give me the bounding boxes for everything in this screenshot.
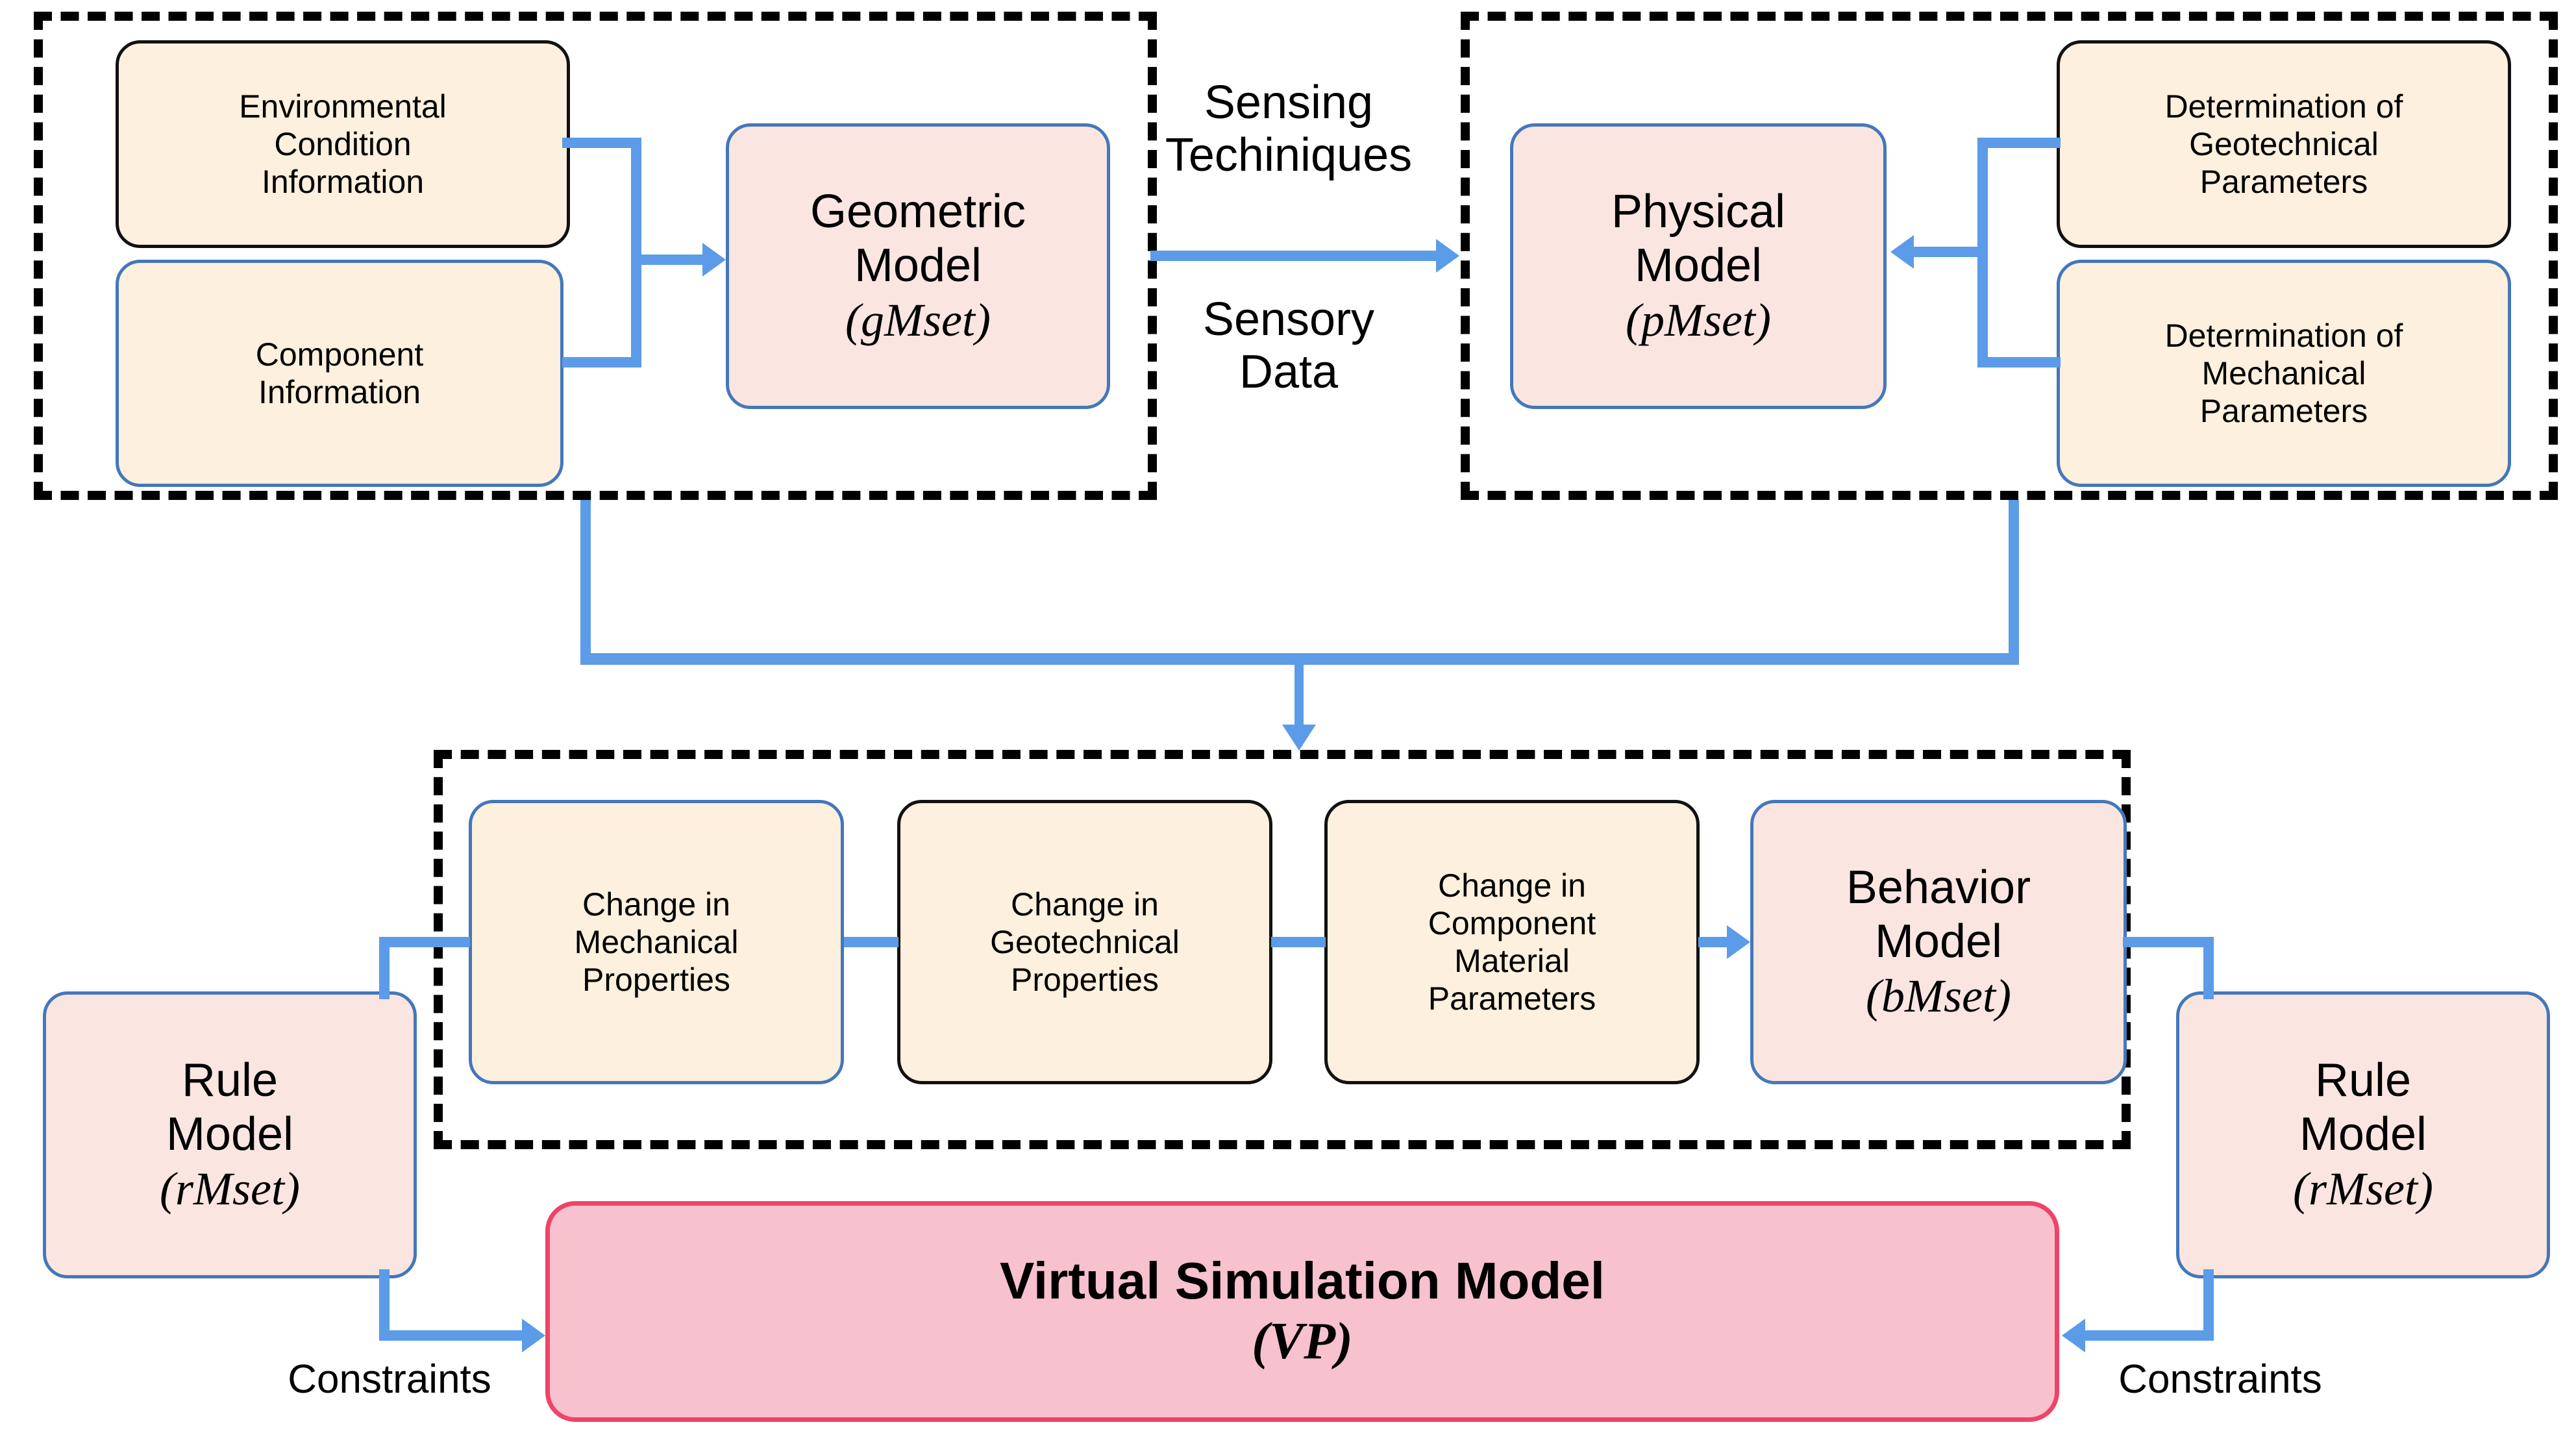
- behavior-model-set: (bMset): [1866, 969, 2011, 1022]
- connector-geometric-to-physical: [1150, 251, 1443, 261]
- sensory-line1: Sensory: [1202, 293, 1375, 345]
- node-physical-model[interactable]: Physical Model (pMset): [1510, 123, 1887, 409]
- vsm-title: Virtual Simulation Model: [1000, 1252, 1605, 1310]
- rule-model-left-line1: Rule: [181, 1054, 279, 1106]
- label-constraints-right: Constraints: [2118, 1357, 2322, 1402]
- behavior-model-group: [434, 750, 2131, 1149]
- sensory-line2: Data: [1239, 345, 1339, 398]
- change-mech-line1: Change in: [582, 886, 730, 923]
- arrow-into-behavior-group: [1282, 725, 1316, 751]
- connector-left-group-down: [580, 500, 591, 664]
- connector-rule-right-down-v: [2203, 1269, 2214, 1341]
- connector-merge-to-geometric: [631, 255, 704, 265]
- node-determination-mechanical-parameters[interactable]: Determination of Mechanical Parameters: [2057, 260, 2511, 487]
- connector-bottom-merge-v: [1294, 653, 1304, 731]
- det-geotech-line2: Geotechnical: [2189, 126, 2379, 162]
- arrow-to-behavior-model: [1727, 925, 1750, 959]
- det-geotech-line3: Parameters: [2199, 164, 2368, 200]
- connector-geo-to-comp: [1271, 937, 1326, 947]
- connector-env-to-merge-h: [562, 138, 641, 148]
- geometric-model-group: [34, 12, 1157, 500]
- change-geo-line1: Change in: [1011, 886, 1159, 923]
- env-cond-line3: Information: [261, 164, 425, 200]
- node-change-in-mechanical-properties[interactable]: Change in Mechanical Properties: [469, 800, 844, 1084]
- connector-rule-left-up-h: [379, 937, 470, 947]
- node-virtual-simulation-model[interactable]: Virtual Simulation Model (VP): [545, 1201, 2059, 1422]
- connector-comp-to-merge-h: [562, 357, 641, 367]
- connector-merge-v: [631, 138, 641, 367]
- connector-rule-left-up-v: [379, 937, 390, 999]
- det-mech-line2: Mechanical: [2201, 355, 2366, 392]
- physical-model-line1: Physical: [1611, 185, 1786, 238]
- connector-merge-to-physical: [1914, 247, 1988, 257]
- behavior-model-line1: Behavior: [1846, 861, 2031, 914]
- rule-model-right-line1: Rule: [2314, 1054, 2412, 1106]
- node-behavior-model[interactable]: Behavior Model (bMset): [1750, 800, 2127, 1084]
- sensing-line2: Techiniques: [1165, 129, 1413, 181]
- connector-mech-to-geo: [844, 937, 898, 947]
- det-mech-line1: Determination of: [2164, 317, 2403, 354]
- rule-model-left-set: (rMset): [160, 1162, 300, 1215]
- env-cond-line2: Condition: [274, 126, 412, 162]
- change-geo-line2: Geotechnical: [990, 924, 1180, 960]
- component-info-line2: Information: [258, 374, 421, 410]
- det-mech-line3: Parameters: [2199, 393, 2368, 429]
- node-environmental-condition-information[interactable]: Environmental Condition Information: [116, 40, 570, 248]
- node-determination-geotechnical-parameters[interactable]: Determination of Geotechnical Parameters: [2057, 40, 2511, 248]
- node-rule-model-right[interactable]: Rule Model (rMset): [2176, 991, 2550, 1278]
- connector-geotech-to-merge-h: [1977, 138, 2061, 148]
- physical-model-group: [1461, 12, 2558, 500]
- change-mech-line3: Properties: [582, 962, 730, 998]
- label-sensing-techniques: Sensing Techiniques: [1162, 77, 1415, 181]
- change-comp-line1: Change in: [1438, 867, 1586, 904]
- physical-model-set: (pMset): [1626, 293, 1771, 346]
- env-cond-line1: Environmental: [239, 88, 447, 125]
- node-change-in-component-material-parameters[interactable]: Change in Component Material Parameters: [1324, 800, 1700, 1084]
- geometric-model-line1: Geometric: [810, 185, 1026, 238]
- geometric-model-set: (gMset): [845, 293, 991, 346]
- component-info-line1: Component: [255, 336, 424, 373]
- change-comp-line2: Component: [1428, 905, 1596, 941]
- rule-model-right-line2: Model: [2299, 1108, 2427, 1161]
- change-geo-line3: Properties: [1011, 962, 1159, 998]
- connector-comp-to-behavior: [1698, 937, 1731, 947]
- label-constraints-left: Constraints: [288, 1357, 491, 1402]
- connector-rule-right-down-h: [2085, 1330, 2214, 1341]
- node-component-information[interactable]: Component Information: [116, 260, 564, 487]
- behavior-model-line2: Model: [1874, 915, 2003, 968]
- change-comp-line3: Material: [1454, 943, 1570, 979]
- physical-model-line2: Model: [1634, 240, 1763, 292]
- rule-model-right-set: (rMset): [2293, 1162, 2433, 1215]
- node-geometric-model[interactable]: Geometric Model (gMset): [726, 123, 1110, 409]
- arrow-to-physical-model-right: [1890, 235, 1914, 269]
- node-rule-model-left[interactable]: Rule Model (rMset): [43, 991, 417, 1278]
- arrow-to-geometric-model: [702, 243, 726, 277]
- connector-rule-right-up-h: [2123, 937, 2214, 947]
- connector-rule-left-down-v: [379, 1269, 390, 1341]
- det-geotech-line1: Determination of: [2164, 88, 2403, 125]
- arrow-rule-right-to-vsm: [2062, 1319, 2085, 1352]
- connector-right-group-down: [2009, 500, 2019, 664]
- sensing-line1: Sensing: [1204, 77, 1374, 129]
- node-change-in-geotechnical-properties[interactable]: Change in Geotechnical Properties: [897, 800, 1272, 1084]
- connector-mech-to-merge-h: [1977, 357, 2061, 367]
- label-sensory-data: Sensory Data: [1175, 293, 1402, 398]
- arrow-rule-left-to-vsm: [522, 1319, 545, 1352]
- connector-rule-right-up-v: [2203, 937, 2214, 999]
- change-comp-line4: Parameters: [1428, 980, 1596, 1017]
- connector-rule-left-down-h: [379, 1330, 526, 1341]
- geometric-model-line2: Model: [854, 240, 982, 292]
- rule-model-left-line2: Model: [166, 1108, 294, 1161]
- arrow-to-physical-model: [1436, 239, 1459, 273]
- change-mech-line2: Mechanical: [574, 924, 739, 960]
- vsm-set: (VP): [1252, 1313, 1353, 1370]
